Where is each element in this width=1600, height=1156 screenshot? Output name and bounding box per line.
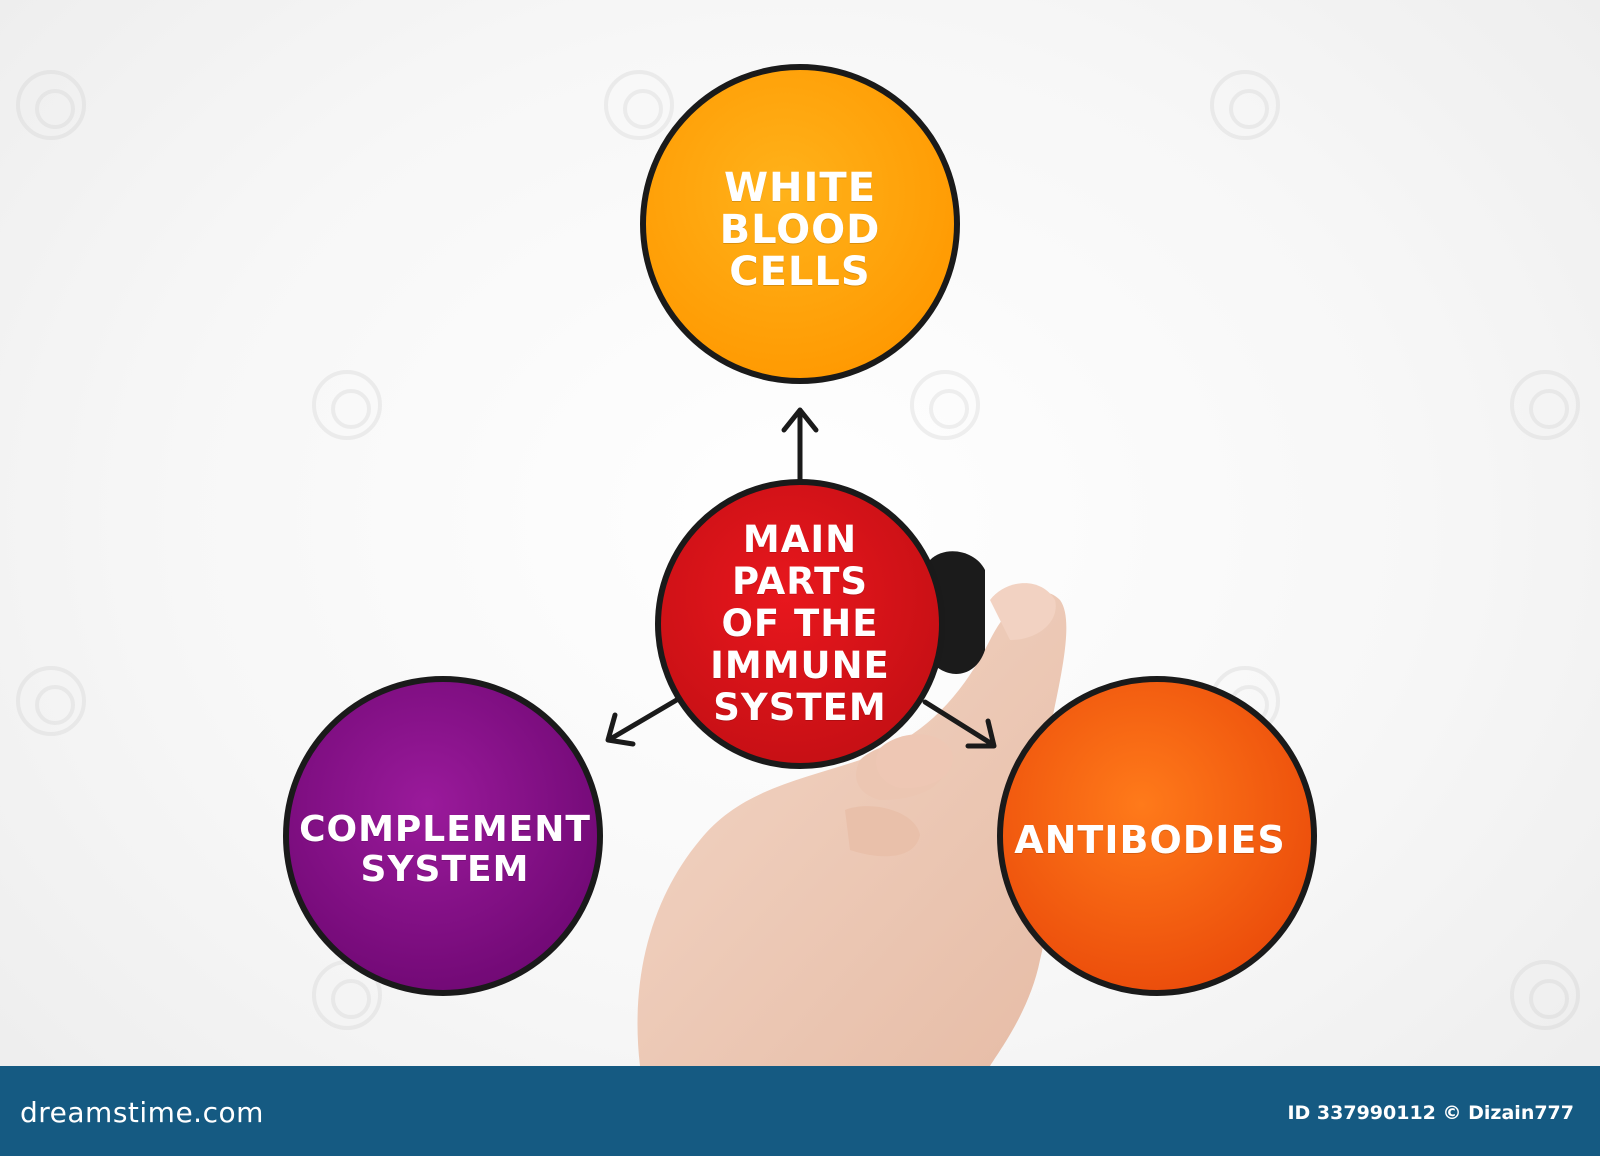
white-blood-cells-circle	[640, 64, 960, 384]
watermark-icon	[604, 70, 674, 140]
immune-system-center-circle	[655, 479, 945, 769]
footer-credit: ID 337990112 © Dizain777	[1287, 1102, 1574, 1124]
arrow-head-right	[965, 718, 997, 749]
arrow-head-left	[605, 712, 636, 747]
fingertip	[876, 734, 953, 789]
watermark-icon	[312, 370, 382, 440]
complement-system-circle	[283, 676, 603, 996]
antibodies-label: ANTIBODIES	[1014, 818, 1286, 862]
white-blood-cells-label: WHITE BLOOD CELLS	[719, 165, 881, 295]
diagram-artwork	[283, 64, 1317, 1066]
arrow-head-up	[781, 407, 819, 433]
complement-system-label: COMPLEMENT SYSTEM	[299, 809, 591, 890]
watermark-icon	[1510, 370, 1580, 440]
watermark-icon	[1210, 70, 1280, 140]
watermark-icon	[16, 666, 86, 736]
watermark-footer-bar: dreamstime.com ID 337990112 © Dizain777	[0, 1066, 1600, 1156]
arrow-to-antibodies	[922, 699, 995, 747]
watermark-icon	[910, 370, 980, 440]
center-topic-label: MAIN PARTS OF THE IMMUNE SYSTEM	[710, 518, 890, 729]
watermark-icon	[1510, 960, 1580, 1030]
connector-arrows	[605, 407, 997, 749]
footer-brand: dreamstime.com	[20, 1096, 264, 1129]
arrow-to-complement-system	[609, 695, 683, 741]
antibodies-circle	[997, 676, 1317, 996]
watermark-icon	[16, 70, 86, 140]
